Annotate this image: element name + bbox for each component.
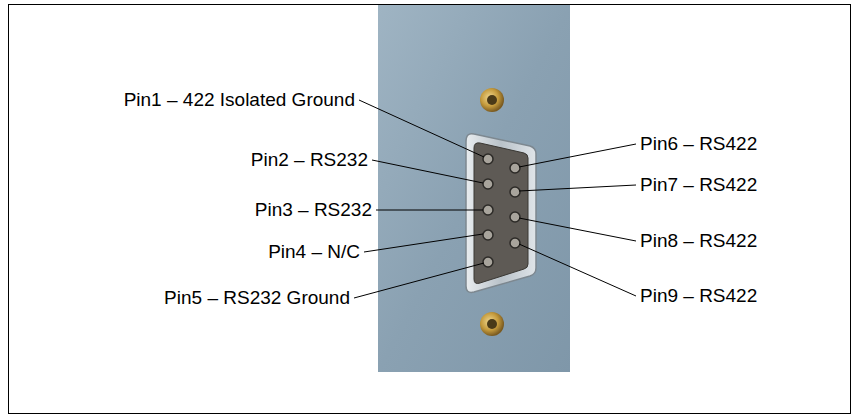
mount-screw: [480, 312, 504, 336]
connector-insert: [474, 143, 528, 284]
pin-label: Pin3 – RS232: [255, 199, 372, 221]
frame-border: [9, 5, 851, 414]
leader-line: [519, 244, 636, 296]
connector-pins: [483, 154, 520, 267]
leader-line: [364, 234, 483, 252]
pin-label: Pin1 – 422 Isolated Ground: [124, 89, 355, 111]
pin-label: Pin9 – RS422: [640, 285, 757, 307]
leader-line: [376, 210, 483, 211]
leader-line: [519, 185, 636, 191]
pin-label: Pin7 – RS422: [640, 174, 757, 196]
leader-line: [372, 160, 483, 183]
pin-label: Pin8 – RS422: [640, 230, 757, 252]
pin-label: Pin5 – RS232 Ground: [164, 287, 350, 309]
leader-line: [359, 100, 484, 157]
leader-line: [519, 218, 636, 241]
pin-label: Pin6 – RS422: [640, 133, 757, 155]
pin-label: Pin4 – N/C: [268, 241, 360, 263]
leader-line: [519, 144, 636, 167]
photo-ground: [378, 5, 570, 372]
leader-line: [354, 263, 484, 298]
pin-label: Pin2 – RS232: [251, 149, 368, 171]
connector-shell: [466, 134, 536, 293]
mount-screw: [480, 88, 504, 112]
